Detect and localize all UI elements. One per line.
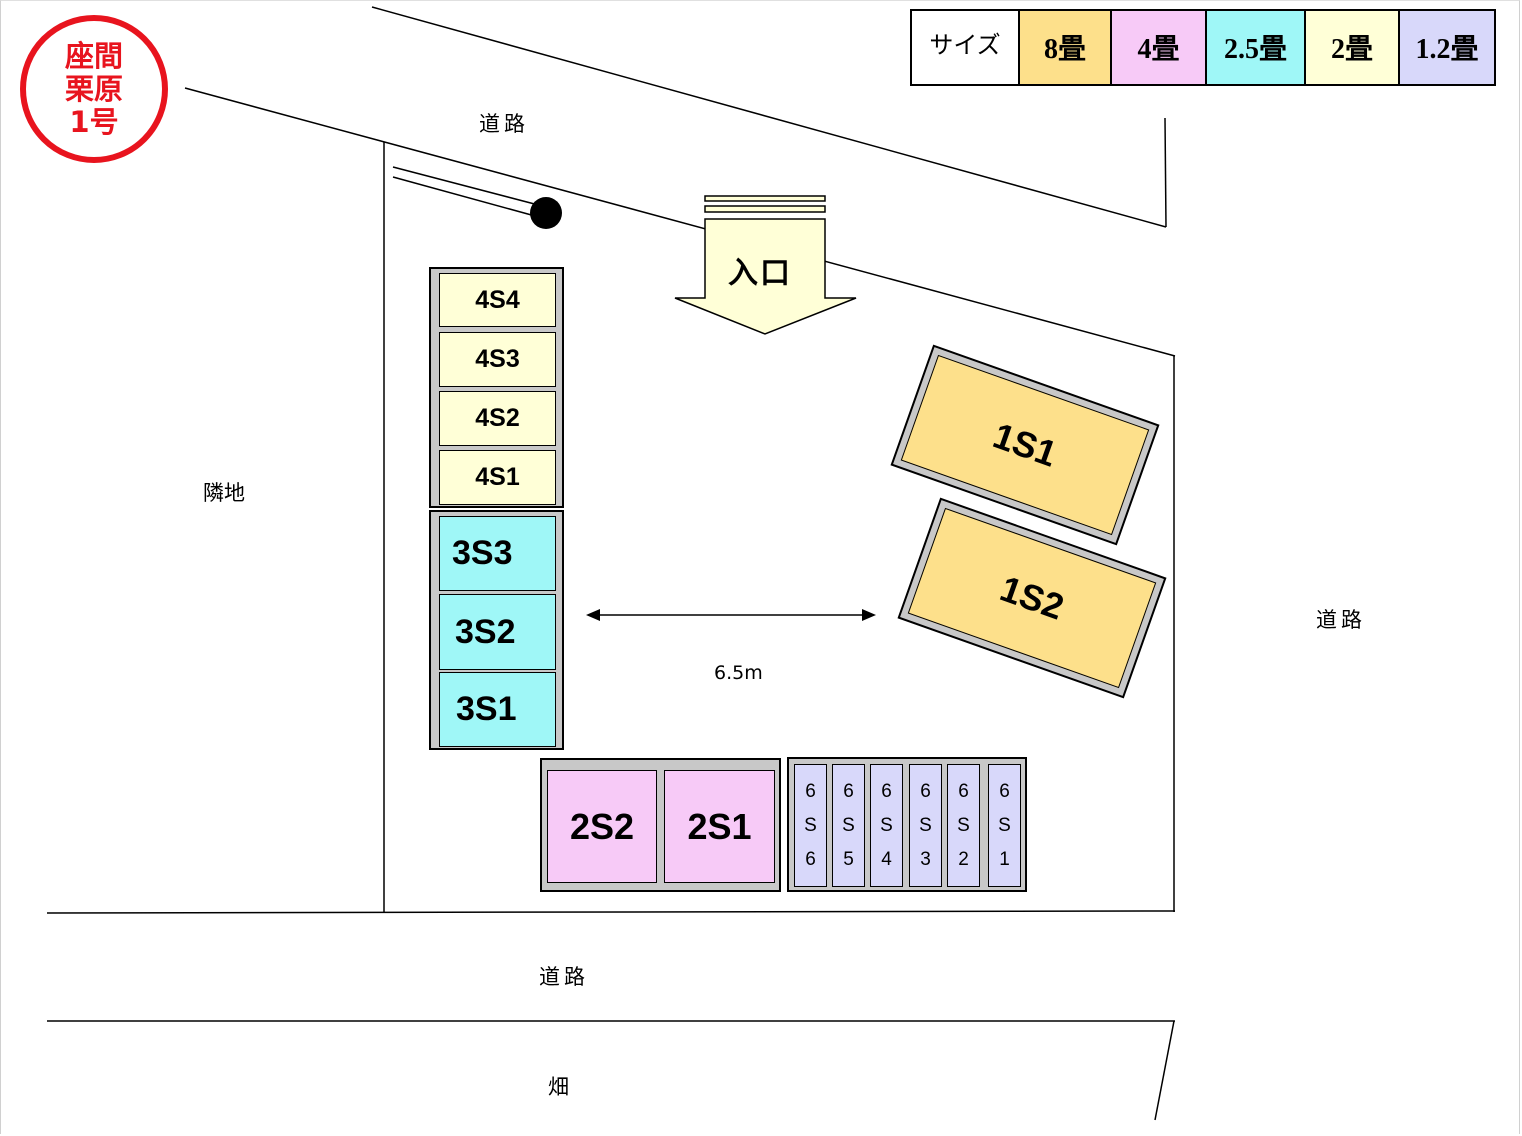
- unit-6s4[interactable]: 6 S 4: [870, 764, 903, 887]
- unit-3s1[interactable]: 3S1: [439, 672, 556, 747]
- unit-6s6-line-2: S: [804, 814, 817, 836]
- road-top-label: 道路: [479, 112, 529, 136]
- neighbor-lot-label: 隣地: [203, 481, 245, 505]
- unit-6s3-line-3: 3: [920, 848, 931, 870]
- distance-label: 6.5m: [714, 662, 763, 684]
- unit-6s4-line-1: 6: [881, 781, 892, 803]
- unit-6s1-line-3: 1: [999, 848, 1010, 870]
- unit-2s2[interactable]: 2S2: [547, 770, 657, 883]
- unit-6s6[interactable]: 6 S 6: [794, 764, 827, 887]
- unit-group-4: 4S4 4S3 4S2 4S1: [429, 267, 564, 508]
- unit-group-3: 3S3 3S2 3S1: [429, 510, 564, 750]
- legend-8jo: 8畳: [1018, 11, 1110, 84]
- unit-2s1[interactable]: 2S1: [664, 770, 775, 883]
- unit-6s5[interactable]: 6 S 5: [832, 764, 865, 887]
- stamp-line-1: 座間: [64, 38, 123, 73]
- unit-6s1-line-2: S: [998, 814, 1011, 836]
- unit-6s1[interactable]: 6 S 1: [988, 764, 1021, 887]
- unit-6s2-line-3: 2: [958, 848, 969, 870]
- entrance-label: 入口: [728, 256, 792, 291]
- unit-6s5-line-3: 5: [843, 848, 854, 870]
- road-bottom-label: 道路: [539, 965, 589, 989]
- legend-2jo: 2畳: [1304, 11, 1398, 84]
- unit-6s3[interactable]: 6 S 3: [909, 764, 942, 887]
- unit-6s2-line-1: 6: [958, 781, 969, 803]
- legend-2-5jo: 2.5畳: [1205, 11, 1304, 84]
- gate-post-icon: [530, 197, 562, 229]
- unit-6s2-line-2: S: [957, 814, 970, 836]
- unit-4s2[interactable]: 4S2: [439, 391, 556, 446]
- unit-4s1[interactable]: 4S1: [439, 450, 556, 505]
- unit-6s6-line-1: 6: [805, 781, 816, 803]
- unit-group-2: 2S2 2S1: [540, 758, 781, 892]
- size-legend: サイズ 8畳 4畳 2.5畳 2畳 1.2畳: [910, 9, 1496, 86]
- unit-6s1-line-1: 6: [999, 781, 1010, 803]
- arrow-right-icon: [862, 609, 876, 621]
- unit-6s5-line-2: S: [842, 814, 855, 836]
- unit-3s2[interactable]: 3S2: [439, 594, 556, 670]
- unit-6s4-line-2: S: [880, 814, 893, 836]
- unit-4s4[interactable]: 4S4: [439, 273, 556, 327]
- stamp-line-3: 1号: [69, 104, 119, 139]
- unit-6s5-line-1: 6: [843, 781, 854, 803]
- stamp-line-2: 栗原: [64, 71, 123, 106]
- unit-6s6-line-3: 6: [805, 848, 816, 870]
- unit-6s2[interactable]: 6 S 2: [947, 764, 980, 887]
- unit-3s3[interactable]: 3S3: [439, 516, 556, 591]
- unit-4s3[interactable]: 4S3: [439, 332, 556, 387]
- legend-1-2jo: 1.2畳: [1398, 11, 1494, 84]
- road-right-label: 道路: [1316, 608, 1366, 632]
- unit-6s3-line-1: 6: [920, 781, 931, 803]
- arrow-left-icon: [586, 609, 600, 621]
- property-stamp: 座間 栗原 1号: [20, 15, 168, 163]
- legend-header: サイズ: [912, 11, 1018, 84]
- entrance-arrow-icon: [674, 218, 857, 335]
- unit-6s4-line-3: 4: [881, 848, 892, 870]
- unit-6s3-line-2: S: [919, 814, 932, 836]
- field-label: 畑: [548, 1075, 573, 1099]
- legend-4jo: 4畳: [1110, 11, 1205, 84]
- unit-group-6: 6 S 6 6 S 5 6 S 4 6 S 3 6 S 2 6 S 1: [787, 757, 1027, 892]
